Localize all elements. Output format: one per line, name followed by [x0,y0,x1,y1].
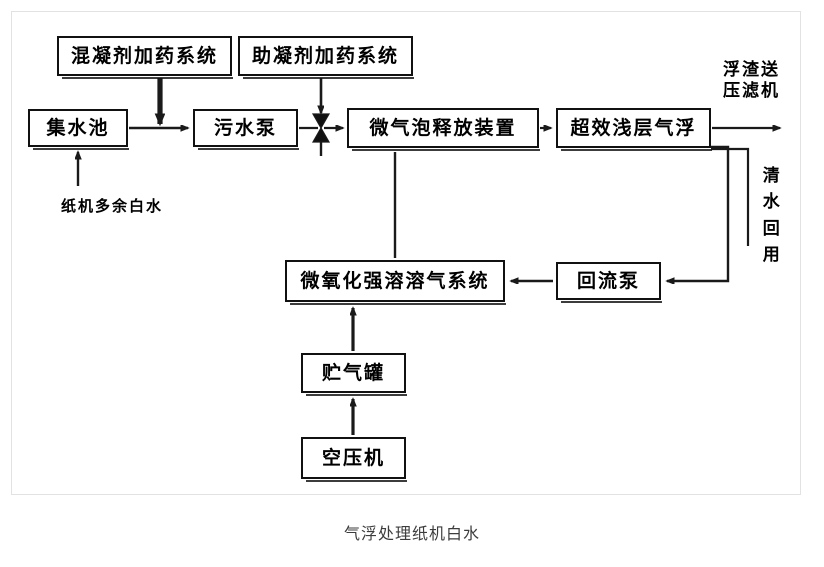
node-shallow-air-flotation[interactable]: 超效浅层气浮 [556,108,712,151]
node-gas-storage-tank[interactable]: 贮气罐 [301,353,407,396]
node-micro-oxidation[interactable]: 微氧化强溶溶气系统 [285,260,506,305]
figure-caption: 气浮处理纸机白水 [343,524,480,543]
label-scum-to-filter-press: 浮渣送压滤机 [723,60,780,101]
node-return-pump[interactable]: 回流泵 [556,262,662,303]
label-clear-water-reuse: 清水回用 [762,166,780,266]
node-microbubble-release[interactable]: 微气泡释放装置 [347,108,540,151]
node-air-compressor[interactable]: 空压机 [301,437,407,482]
diagram-frame [11,11,801,495]
node-sewage-pump[interactable]: 污水泵 [193,109,299,150]
flow-flotation-to-returnpump [667,145,730,281]
valve-icon [311,113,331,143]
flow-flotation-to-reuse [711,147,750,246]
node-flocculant-dosing[interactable]: 助凝剂加药系统 [238,36,414,79]
label-excess-white-water: 纸机多余白水 [61,197,164,215]
node-coagulant-dosing[interactable]: 混凝剂加药系统 [57,36,233,79]
node-collection-tank[interactable]: 集水池 [28,109,129,150]
